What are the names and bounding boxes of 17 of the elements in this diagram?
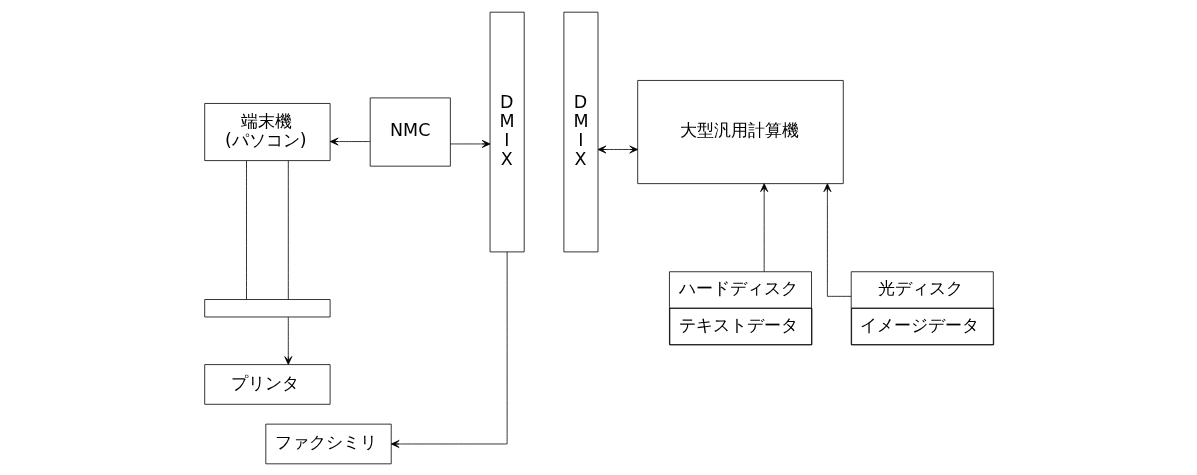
connector — [287, 159, 289, 300]
node-box: DMIX — [489, 11, 525, 252]
arrow — [390, 251, 507, 448]
node-box: NMC — [369, 97, 451, 167]
arrow — [329, 137, 370, 146]
arrow — [759, 182, 768, 272]
connector — [245, 159, 247, 300]
node-box: プリンタ — [203, 363, 330, 405]
node-box: 端末機 (パソコン) — [203, 102, 330, 161]
arrow — [283, 316, 292, 365]
node-box: DMIX — [563, 11, 598, 252]
arrow — [597, 145, 638, 153]
node-box — [203, 298, 330, 317]
arrow — [822, 182, 851, 297]
arrow — [449, 139, 490, 148]
node-box: ファクシミリ — [264, 423, 392, 464]
node-box: 大型汎用計算機 — [636, 79, 844, 184]
